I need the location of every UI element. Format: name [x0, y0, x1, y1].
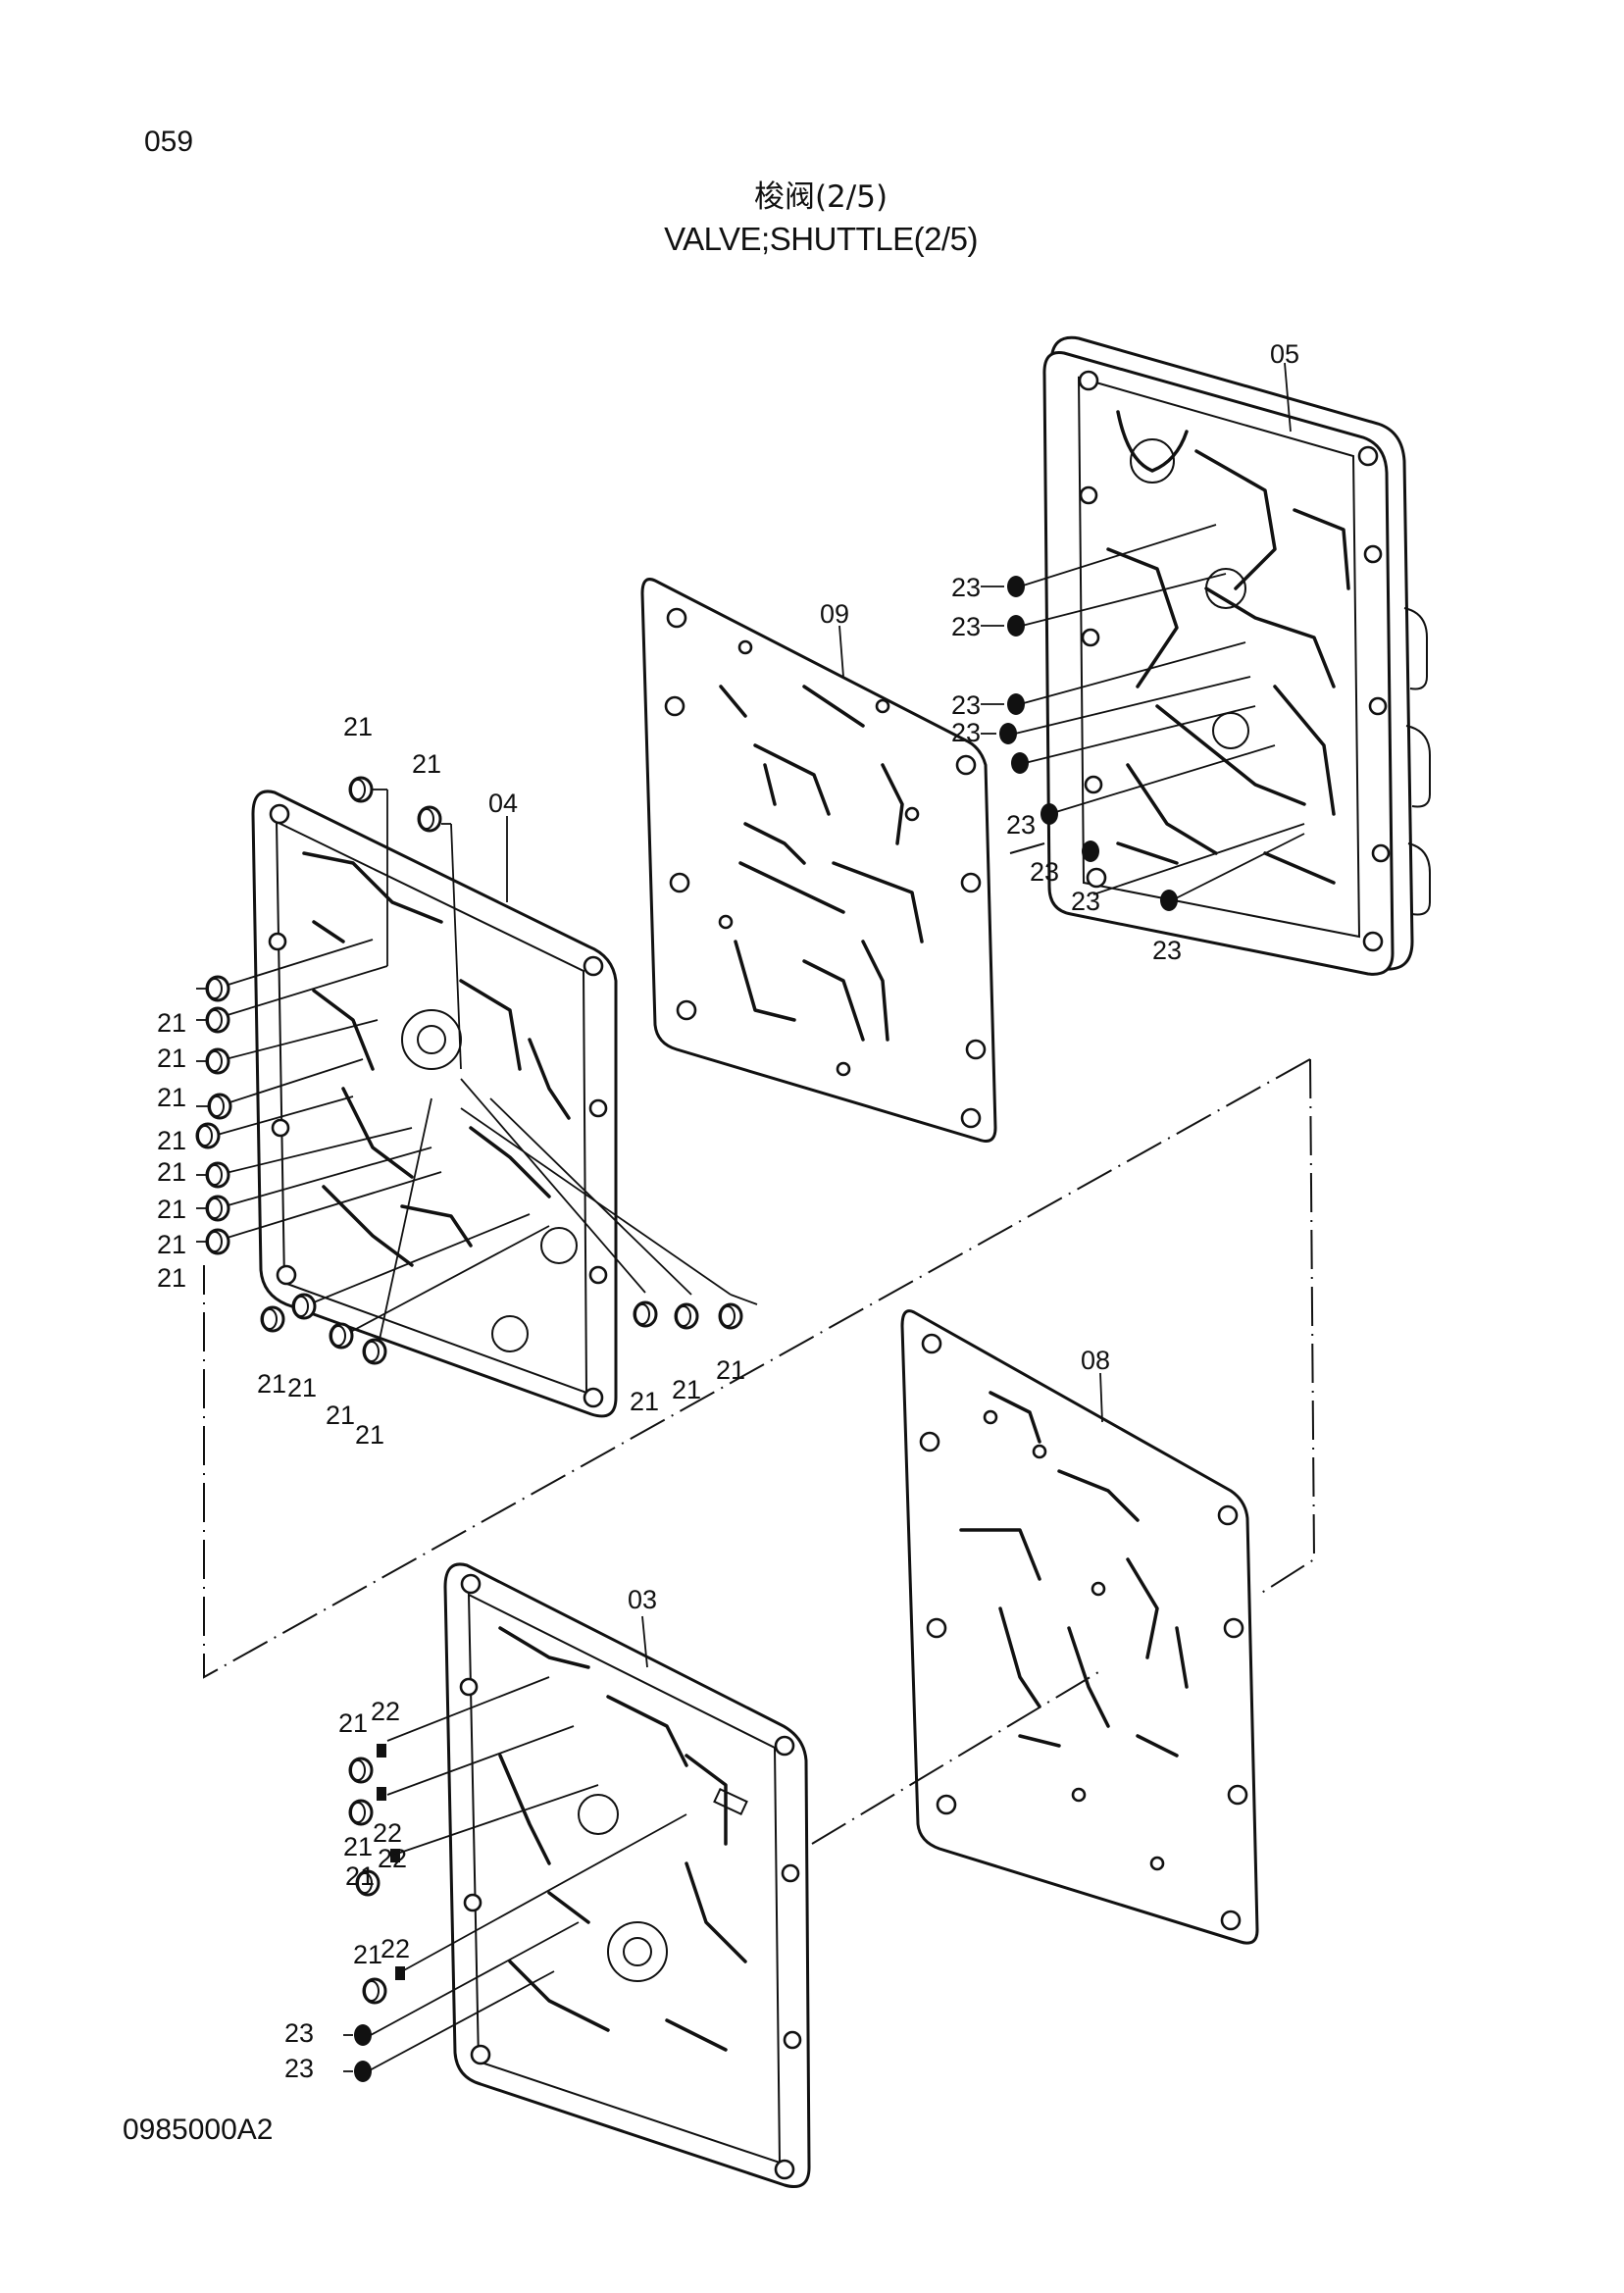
assembly-line	[1009, 842, 1045, 854]
label-part-21: 21	[343, 712, 373, 741]
plug-21-group-middle	[213, 789, 758, 1350]
label-part-23: 23	[284, 2018, 314, 2048]
label-part-23: 23	[951, 573, 981, 602]
label-part-04: 04	[488, 789, 518, 818]
label-part-23: 23	[951, 612, 981, 641]
title-chinese: 梭阀(2/5)	[753, 179, 888, 215]
label-part-22: 22	[378, 1844, 407, 1873]
label-part-21: 21	[287, 1373, 317, 1402]
label-part-21: 21	[355, 1420, 384, 1450]
label-part-21: 21	[343, 1832, 373, 1861]
valve-body-05	[1042, 335, 1431, 976]
label-part-21: 21	[412, 749, 441, 779]
label-part-21: 21	[353, 1940, 382, 1969]
label-part-21: 21	[257, 1369, 286, 1399]
title-english: VALVE;SHUTTLE(2/5)	[664, 221, 978, 257]
label-part-23: 23	[1030, 857, 1059, 887]
plug-21-shapes	[195, 776, 743, 1365]
plug-spring-group-lower	[348, 1676, 687, 2082]
label-part-05: 05	[1270, 339, 1299, 369]
label-part-21: 21	[326, 1401, 355, 1430]
label-part-09: 09	[820, 599, 849, 629]
label-part-08: 08	[1081, 1346, 1110, 1375]
label-part-21: 21	[630, 1387, 659, 1416]
label-part-21: 21	[157, 1083, 186, 1112]
label-part-21: 21	[672, 1375, 701, 1404]
valve-body-03	[443, 1562, 811, 2188]
page-number: 059	[144, 126, 194, 158]
assembly-line	[1259, 1058, 1316, 1595]
label-part-23: 23	[284, 2054, 314, 2083]
label-part-21: 21	[338, 1708, 368, 1738]
assembly-line	[203, 1058, 1311, 1679]
valve-body-04	[251, 790, 618, 1418]
label-part-21: 21	[157, 1126, 186, 1155]
label-part-21: 21	[157, 1044, 186, 1073]
separator-plate-08	[900, 1309, 1259, 1945]
seal-23-group-upper	[999, 524, 1305, 911]
label-part-23: 23	[1006, 810, 1036, 840]
label-stubs	[196, 362, 1292, 2072]
label-part-23: 23	[951, 718, 981, 747]
label-part-21: 21	[345, 1861, 375, 1891]
label-part-22: 22	[381, 1934, 410, 1963]
label-part-21: 21	[157, 1008, 186, 1038]
document-code: 0985000A2	[123, 2114, 274, 2146]
label-part-21: 21	[157, 1195, 186, 1224]
label-part-23: 23	[951, 690, 981, 720]
label-part-21: 21	[157, 1157, 186, 1187]
label-part-23: 23	[1071, 887, 1100, 916]
label-part-03: 03	[628, 1585, 657, 1614]
label-part-21: 21	[157, 1230, 186, 1259]
separator-plate-09	[640, 578, 997, 1143]
label-part-21: 21	[157, 1263, 186, 1293]
label-part-22: 22	[371, 1697, 400, 1726]
label-part-23: 23	[1152, 936, 1182, 965]
label-part-22: 22	[373, 1818, 402, 1848]
label-part-21: 21	[716, 1355, 745, 1385]
